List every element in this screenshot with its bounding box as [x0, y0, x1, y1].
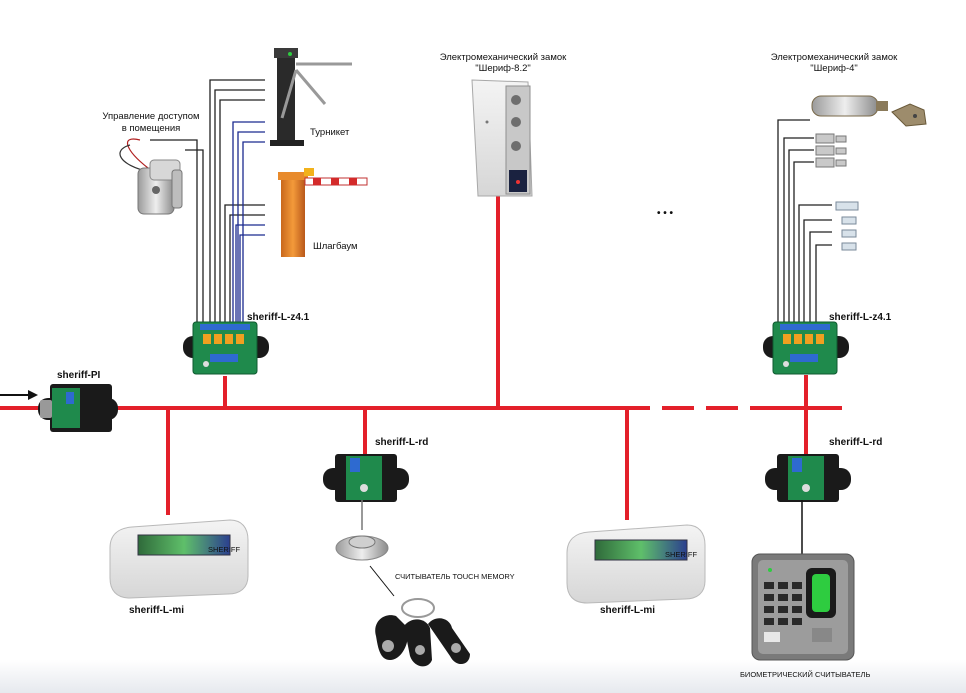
- door-contacts: [815, 133, 847, 168]
- mi-right-device: [566, 524, 706, 604]
- rd-right-device: [765, 454, 851, 502]
- controller-right-label: sheriff-L-z4.1: [829, 312, 892, 323]
- turnstile-device: [270, 48, 352, 146]
- lock2-label-line1: Электромеханический замок: [771, 52, 898, 63]
- access-room-label-line1: Управление доступом: [102, 111, 199, 122]
- lock1-label-line2: "Шериф-8.2": [475, 63, 531, 74]
- key-fobs: [375, 598, 470, 667]
- bus-lines: [0, 196, 842, 520]
- ellipsis-label: • • •: [657, 208, 674, 219]
- mi-right-brand: SHERIFF: [665, 550, 698, 559]
- controller-right: [763, 321, 849, 375]
- lock-sherif-8-2: [471, 79, 533, 197]
- door-latch-device: [119, 138, 183, 215]
- access-room-label-line2: в помещения: [122, 123, 181, 134]
- barrier-label: Шлагбаум: [313, 241, 358, 252]
- small-sensors: [835, 201, 859, 251]
- sheriff-pi-device: [38, 384, 118, 432]
- wires-left: [150, 79, 265, 322]
- lock1-label-line1: Электромеханический замок: [440, 52, 567, 63]
- rd-right-label: sheriff-L-rd: [829, 437, 882, 448]
- mi-left-brand: SHERIFF: [208, 545, 241, 554]
- rd-center-label: sheriff-L-rd: [375, 437, 428, 448]
- touch-memory-reader: [335, 500, 395, 597]
- lock-sherif-4: [811, 95, 927, 127]
- pi-label: sheriff-PI: [57, 370, 101, 381]
- floor-strip: [0, 660, 966, 693]
- mi-left-device: [109, 519, 249, 599]
- controller-left: [183, 321, 269, 375]
- wires-right: [777, 119, 832, 322]
- mi-left-label: sheriff-L-mi: [129, 605, 184, 616]
- rd-center-device: [323, 454, 409, 502]
- barrier-device: [278, 168, 368, 257]
- lock2-label-line2: "Шериф-4": [810, 63, 858, 74]
- turnstile-label: Турникет: [310, 127, 350, 138]
- touch-memory-label: СЧИТЫВАТЕЛЬ TOUCH MEMORY: [395, 572, 515, 581]
- biometric-reader: [751, 553, 855, 661]
- controller-left-label: sheriff-L-z4.1: [247, 312, 310, 323]
- input-arrow: [0, 390, 38, 400]
- biometric-label: БИОМЕТРИЧЕСКИЙ СЧИТЫВАТЕЛЬ: [740, 670, 870, 679]
- mi-right-label: sheriff-L-mi: [600, 605, 655, 616]
